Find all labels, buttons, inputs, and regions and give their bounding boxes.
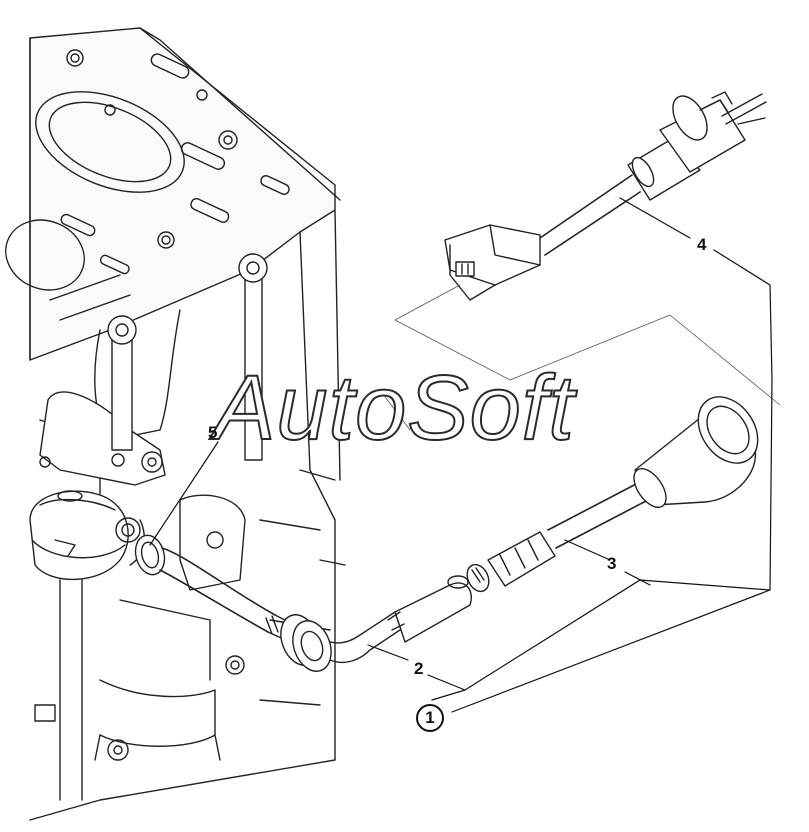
extension-cable (466, 396, 759, 593)
engine-block (5, 27, 346, 821)
callout-3: 3 (607, 554, 617, 573)
seal-washer (134, 534, 166, 576)
callout-4: 4 (697, 235, 707, 254)
callout-5: 5 (208, 423, 218, 442)
callout-1: 1 (416, 704, 444, 732)
heater-element (159, 547, 472, 672)
leader-lines (149, 197, 773, 713)
assembly-outline (379, 284, 781, 431)
watermark-text: AutoSoft (213, 356, 575, 460)
power-cable (444, 91, 767, 301)
callout-2: 2 (414, 659, 424, 678)
